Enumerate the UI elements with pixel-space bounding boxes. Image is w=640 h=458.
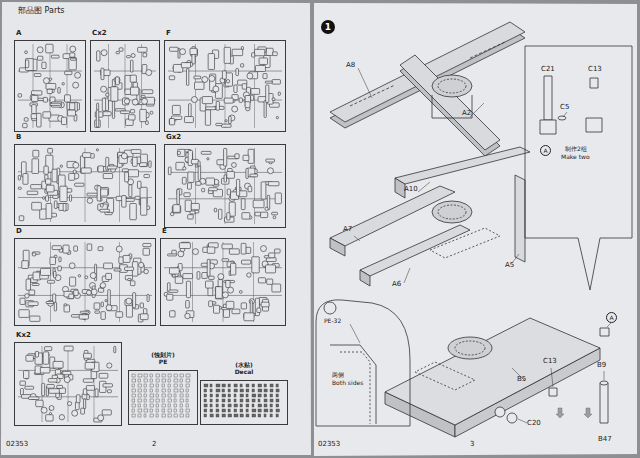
sprue-outline [14,238,156,326]
heading-block: Gx2 [166,134,181,142]
sprue-frame-g: Gx2 [164,134,286,228]
part-number: C21 [541,66,555,74]
sub-assembly-mark: A [540,145,551,156]
heading-block: Kx2 [16,332,31,340]
pe-fret: (蚀刻片)PE [128,352,198,425]
heading-block: E [162,228,167,236]
sprue-frame-b: B [14,134,156,226]
sprue-letter: B [16,134,21,142]
heading-block: Cx2 [92,30,107,38]
sprue-outline [128,370,198,425]
sprue-outline [164,40,286,132]
decal-sheet: (水贴)Decal [200,362,288,425]
sprue-letter: (水贴) [200,362,288,369]
part-number: A5 [505,262,514,270]
sprue-outline [14,144,156,226]
part-note: Both sides [332,380,363,387]
heading-block: (蚀刻片)PE [128,352,198,365]
sprue-letter: E [162,228,167,236]
part-note: Make two [561,154,590,161]
part-number: A8 [346,62,355,70]
sprue-letter: (蚀刻片) [128,352,198,359]
part-number: C5 [560,104,569,112]
page-number: 02353 [6,441,28,449]
page-number: 3 [470,441,474,449]
part-number: A7 [343,226,352,234]
sprue-letter: PE [128,359,198,366]
sprue-letter: Kx2 [16,332,31,340]
sprue-letter: D [16,228,22,236]
part-number: B5 [517,376,526,384]
sprue-outline [90,40,160,132]
sprue-outline [14,342,122,426]
part-number: B47 [598,436,612,444]
part-number: B9 [597,362,606,370]
sub-assembly-mark: A [606,312,617,323]
sprue-outline [164,144,286,228]
detail-callout: PE-32 两侧Both sides [316,298,412,426]
heading-block: D [16,228,22,236]
sprue-frame-c: Cx2 [90,30,160,132]
sprue-letter: Decal [200,369,288,376]
part-note: PE-32 [324,318,341,325]
part-note: 两侧 [332,372,344,379]
make-two-inset: 制作2组Make two [525,46,632,238]
sprue-letter: F [166,30,171,38]
heading-block: (水贴)Decal [200,362,288,375]
heading-block: A [16,30,21,38]
sprue-frame-k: Kx2 [14,332,122,426]
part-number: C13 [543,358,557,366]
sprue-frame-a: A [14,30,86,132]
part-number: A2 [462,110,471,118]
sprue-outline [200,380,288,425]
page-number: 02353 [318,441,340,449]
sprue-letter: A [16,30,21,38]
page-title: 部品图 Parts [18,7,65,16]
sprue-frame-e: E [160,228,286,326]
part-note: 制作2组 [565,146,587,153]
page-number: 2 [152,441,156,449]
heading-block: F [166,30,171,38]
step-number: 1 [321,20,335,34]
sprue-letter: Cx2 [92,30,107,38]
part-number: A6 [392,281,401,289]
sprue-outline [14,40,86,132]
sprue-letter: Gx2 [166,134,181,142]
heading-block: B [16,134,21,142]
part-number: C20 [527,420,541,428]
part-number: C13 [588,66,602,74]
sprue-frame-f: F [164,30,286,132]
sprue-frame-d: D [14,228,156,326]
part-number: A10 [404,186,418,194]
sprue-outline [160,238,286,326]
